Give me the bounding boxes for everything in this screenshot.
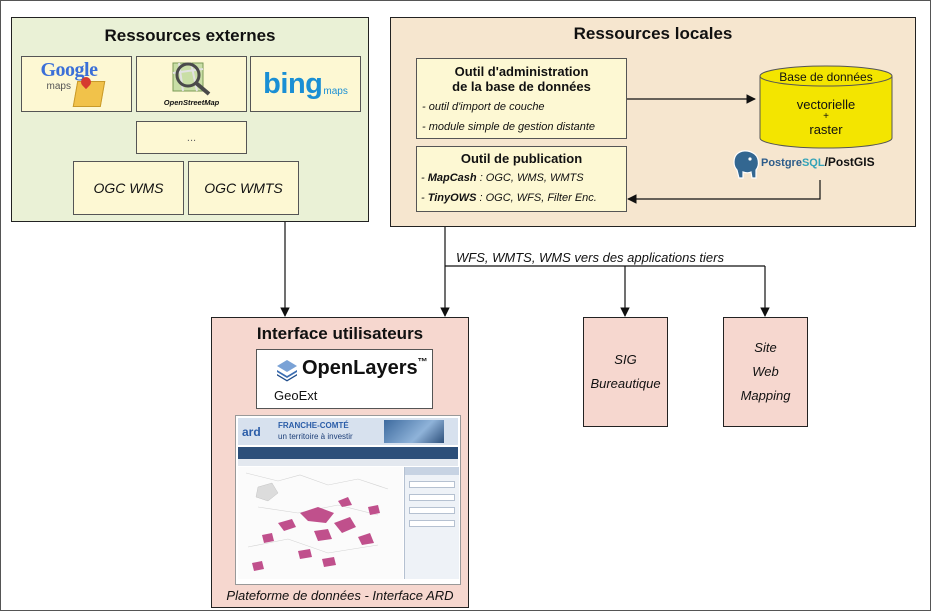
google-maps-label: maps bbox=[46, 81, 71, 92]
database-cylinder bbox=[759, 65, 893, 149]
web-mapping-box: Site Web Mapping bbox=[723, 317, 808, 427]
ogc-wms-label: OGC WMS bbox=[93, 180, 164, 196]
publication-tool-box: Outil de publication - MapCash : OGC, WM… bbox=[416, 146, 627, 212]
admin-tool-title-line2: de la base de données bbox=[452, 79, 591, 94]
admin-tool-item-import: - outil d'import de couche bbox=[422, 101, 545, 113]
database-vector: vectorielle bbox=[796, 97, 856, 112]
banner-slogan: un territoire à investir bbox=[278, 432, 353, 441]
site-label: Site bbox=[754, 340, 777, 355]
database-raster: raster bbox=[809, 122, 843, 137]
bureautique-label: Bureautique bbox=[590, 376, 661, 391]
tinyows-desc: : OGC, WFS, Filter Enc. bbox=[476, 192, 597, 204]
openstreetmap-box: OpenStreetMap bbox=[136, 56, 247, 112]
ard-logo: ard bbox=[242, 425, 261, 439]
arrow-database-to-publication bbox=[627, 180, 821, 204]
geoext-label: GeoExt bbox=[274, 388, 318, 403]
ard-side-panel bbox=[404, 467, 459, 579]
mapcash-name: MapCash bbox=[427, 172, 477, 184]
side-panel-field bbox=[409, 520, 455, 527]
ard-toolbar bbox=[238, 447, 458, 459]
side-panel-field bbox=[409, 507, 455, 514]
sig-label: SIG bbox=[614, 352, 637, 367]
postgresql-prefix: Postgre bbox=[761, 157, 802, 169]
bing-logo: bing bbox=[263, 67, 323, 100]
local-resources-title: Ressources locales bbox=[573, 24, 733, 43]
web-label: Web bbox=[752, 364, 779, 379]
mapping-label: Mapping bbox=[740, 388, 791, 403]
bing-maps-label: maps bbox=[323, 85, 348, 97]
ard-menu-bar bbox=[238, 459, 458, 466]
side-panel-field bbox=[409, 494, 455, 501]
openlayers-name: OpenLayers bbox=[302, 357, 418, 379]
banner-region: FRANCHE-COMTÉ bbox=[278, 421, 349, 430]
publication-item-mapcash: - MapCash : OGC, WMS, WMTS bbox=[421, 172, 584, 184]
external-resources-title: Ressources externes bbox=[104, 26, 276, 45]
tinyows-name: TinyOWS bbox=[427, 192, 477, 204]
platform-caption: Plateforme de données - Interface ARD bbox=[226, 588, 454, 603]
admin-tool-item-remote: - module simple de gestion distante bbox=[422, 121, 596, 133]
mapcash-desc: : OGC, WMS, WMTS bbox=[476, 172, 584, 184]
sig-bureautique-box: SIG Bureautique bbox=[583, 317, 668, 427]
ogc-wmts-label: OGC WMTS bbox=[204, 180, 283, 196]
ard-banner: ard FRANCHE-COMTÉ un territoire à invest… bbox=[238, 418, 458, 445]
user-interface-title: Interface utilisateurs bbox=[256, 324, 424, 343]
user-interface-panel: Interface utilisateurs OpenLayers™ GeoEx… bbox=[211, 317, 469, 608]
openlayers-logo-icon bbox=[277, 360, 297, 382]
database-title: Base de données bbox=[779, 70, 873, 84]
google-logo: Google bbox=[40, 59, 99, 81]
side-panel-header bbox=[405, 467, 459, 475]
publication-tool-title: Outil de publication bbox=[460, 151, 583, 166]
openlayers-box: OpenLayers™ GeoExt bbox=[256, 349, 433, 409]
admin-tool-box: Outil d'administration de la base de don… bbox=[416, 58, 627, 139]
openstreetmap-logo-icon bbox=[172, 62, 210, 96]
trademark-label: ™ bbox=[417, 357, 428, 368]
external-resources-panel: Ressources externes Google maps OpenStre… bbox=[11, 17, 369, 222]
postgresql-logo: PostgreSQL/PostGIS bbox=[761, 155, 875, 169]
openstreetmap-label: OpenStreetMap bbox=[163, 98, 220, 107]
database-plus: + bbox=[823, 111, 829, 122]
publication-item-tinyows: - TinyOWS : OGC, WFS, Filter Enc. bbox=[421, 192, 597, 204]
postgis-label: /PostGIS bbox=[824, 155, 875, 169]
side-panel-field bbox=[409, 481, 455, 488]
ogc-wmts-box: OGC WMTS bbox=[188, 161, 299, 215]
ellipsis-label: ... bbox=[186, 131, 197, 144]
postgresql-sql: SQL bbox=[801, 157, 825, 169]
openlayers-label: OpenLayers™ bbox=[302, 357, 428, 380]
local-resources-panel: Ressources locales Outil d'administratio… bbox=[390, 17, 916, 227]
bing-maps-box: bing maps bbox=[250, 56, 361, 112]
ard-map-view bbox=[238, 467, 403, 579]
banner-photo bbox=[384, 420, 444, 443]
admin-tool-title-line1: Outil d'administration bbox=[454, 64, 589, 79]
ogc-wms-box: OGC WMS bbox=[73, 161, 184, 215]
flow-label: WFS, WMTS, WMS vers des applications tie… bbox=[456, 250, 724, 265]
more-sources-box: ... bbox=[136, 121, 247, 154]
ard-platform-screenshot: ard FRANCHE-COMTÉ un territoire à invest… bbox=[235, 415, 461, 585]
postgresql-elephant-icon bbox=[733, 150, 759, 179]
google-maps-box: Google maps bbox=[21, 56, 132, 112]
